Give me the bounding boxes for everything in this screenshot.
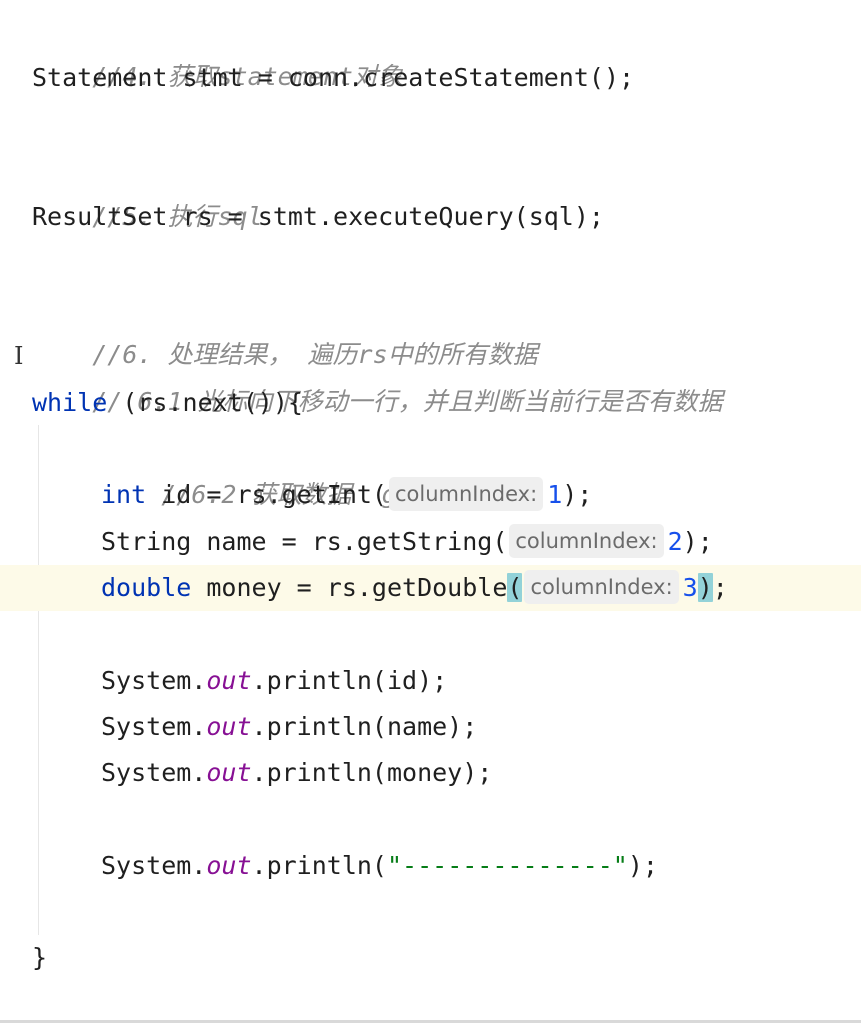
code-text: .println(name);: [251, 712, 478, 741]
code-text: System.: [101, 712, 207, 741]
indent-guide: [38, 425, 39, 935]
code-text: ;: [712, 573, 728, 602]
number-token: 2: [667, 527, 683, 556]
code-text: );: [682, 527, 713, 556]
type-token: Statement: [32, 63, 168, 92]
comment-text: //5. 执行sql: [92, 202, 263, 231]
code-line-print-id[interactable]: System.out.println(id);: [0, 658, 861, 704]
code-text: System.: [101, 666, 207, 695]
parameter-hint: columnIndex:: [509, 524, 664, 558]
code-text: name = rs.getString(: [191, 527, 508, 556]
code-text: );: [627, 851, 658, 880]
code-text: .println(id);: [251, 666, 448, 695]
code-line-get-int[interactable]: int id = rs.getInt(columnIndex:1);: [0, 472, 861, 518]
code-text: stmt = conn.createStatement();: [167, 63, 635, 92]
code-line-statement[interactable]: Statement stmt = conn.createStatement();: [0, 55, 861, 101]
code-line-print-money[interactable]: System.out.println(money);: [0, 750, 861, 796]
code-line-comment-4[interactable]: //4. 获取statement对象: [0, 8, 861, 91]
number-token: 3: [682, 573, 698, 602]
code-text: System.: [101, 851, 207, 880]
matched-paren-open: (: [507, 573, 523, 602]
matched-paren-close: ): [697, 573, 713, 602]
keyword-token: double: [101, 573, 192, 602]
code-text: );: [562, 480, 593, 509]
code-text: .println(: [251, 851, 387, 880]
code-line-resultset[interactable]: ResultSet rs = stmt.executeQuery(sql);: [0, 194, 861, 240]
parameter-hint: columnIndex:: [524, 570, 679, 604]
code-text: rs = stmt.executeQuery(sql);: [167, 202, 604, 231]
code-line-print-separator[interactable]: System.out.println("--------------");: [0, 843, 861, 889]
editor-bottom-border: [0, 1020, 861, 1023]
code-line-comment-6[interactable]: //6. 处理结果， 遍历rs中的所有数据: [0, 286, 861, 369]
type-token: String: [101, 527, 192, 556]
code-text: }: [32, 943, 48, 972]
code-line-close-brace[interactable]: }: [0, 935, 861, 981]
parameter-hint: columnIndex:: [388, 477, 544, 511]
code-line-get-string[interactable]: String name = rs.getString(columnIndex:2…: [0, 519, 861, 565]
string-token: "--------------": [386, 851, 628, 880]
static-field-token: out: [206, 851, 252, 880]
static-field-token: out: [206, 666, 252, 695]
code-text: (rs.next()){: [107, 388, 303, 417]
code-line-print-name[interactable]: System.out.println(name);: [0, 704, 861, 750]
code-line-comment-5[interactable]: //5. 执行sql: [0, 148, 861, 231]
code-text: System.: [101, 758, 207, 787]
type-token: ResultSet: [32, 202, 168, 231]
code-line-while[interactable]: while (rs.next()){: [0, 380, 861, 426]
comment-text: //4. 获取statement对象: [92, 62, 403, 91]
comment-text: //6. 处理结果， 遍历rs中的所有数据: [92, 340, 538, 369]
text-cursor-icon: I: [14, 342, 24, 370]
keyword-token: while: [32, 388, 108, 417]
code-text: id = rs.getInt(: [146, 480, 387, 509]
code-line-comment-6-2[interactable]: //6.2 获取数据 getXxx(): [0, 426, 861, 509]
code-text: money = rs.getDouble: [191, 573, 508, 602]
code-line-comment-6-1[interactable]: // 6.1 光标向下移动一行，并且判断当前行是否有数据: [0, 333, 861, 416]
code-text: .println(money);: [251, 758, 493, 787]
number-token: 1: [547, 480, 563, 509]
keyword-token: int: [101, 480, 147, 509]
static-field-token: out: [206, 758, 252, 787]
static-field-token: out: [206, 712, 252, 741]
comment-text: // 6.1 光标向下移动一行，并且判断当前行是否有数据: [92, 387, 723, 416]
code-line-get-double[interactable]: double money = rs.getDouble(columnIndex:…: [0, 565, 861, 611]
